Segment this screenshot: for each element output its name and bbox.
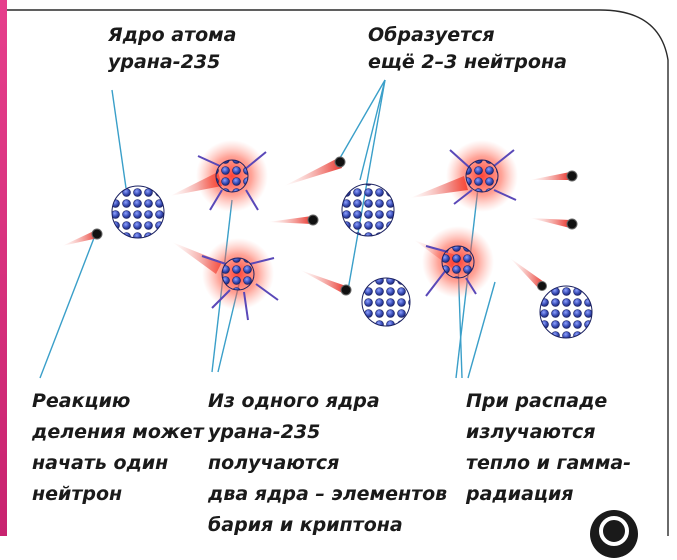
label-line: начать один (32, 448, 204, 479)
label-line: Из одного ядра (208, 386, 447, 417)
label-line: ещё 2–3 нейтрона (368, 49, 567, 76)
pointer-lines (40, 80, 495, 378)
label-line: урана-235 (208, 417, 447, 448)
label-line: урана-235 (108, 49, 236, 76)
label-new-neutrons: Образуется ещё 2–3 нейтрона (368, 22, 567, 76)
label-line: радиация (466, 479, 631, 510)
label-decay-emits: При распаде излучаются тепло и гамма- ра… (466, 386, 631, 510)
label-line: излучаются (466, 417, 631, 448)
label-fission-products: Из одного ядра урана-235 получаются два … (208, 386, 447, 541)
label-line: бария и криптона (208, 510, 447, 541)
label-line: нейтрон (32, 479, 204, 510)
nucleus-icon (112, 184, 592, 338)
label-line: получаются (208, 448, 447, 479)
label-line: Ядро атома (108, 22, 236, 49)
label-line: два ядра – элементов (208, 479, 447, 510)
label-line: Реакцию (32, 386, 204, 417)
label-line: При распаде (466, 386, 631, 417)
label-one-neutron: Реакцию деления может начать один нейтро… (32, 386, 204, 510)
label-line: Образуется (368, 22, 567, 49)
page-badge-icon (590, 510, 638, 558)
label-nucleus: Ядро атома урана-235 (108, 22, 236, 76)
label-line: тепло и гамма- (466, 448, 631, 479)
label-line: деления может (32, 417, 204, 448)
